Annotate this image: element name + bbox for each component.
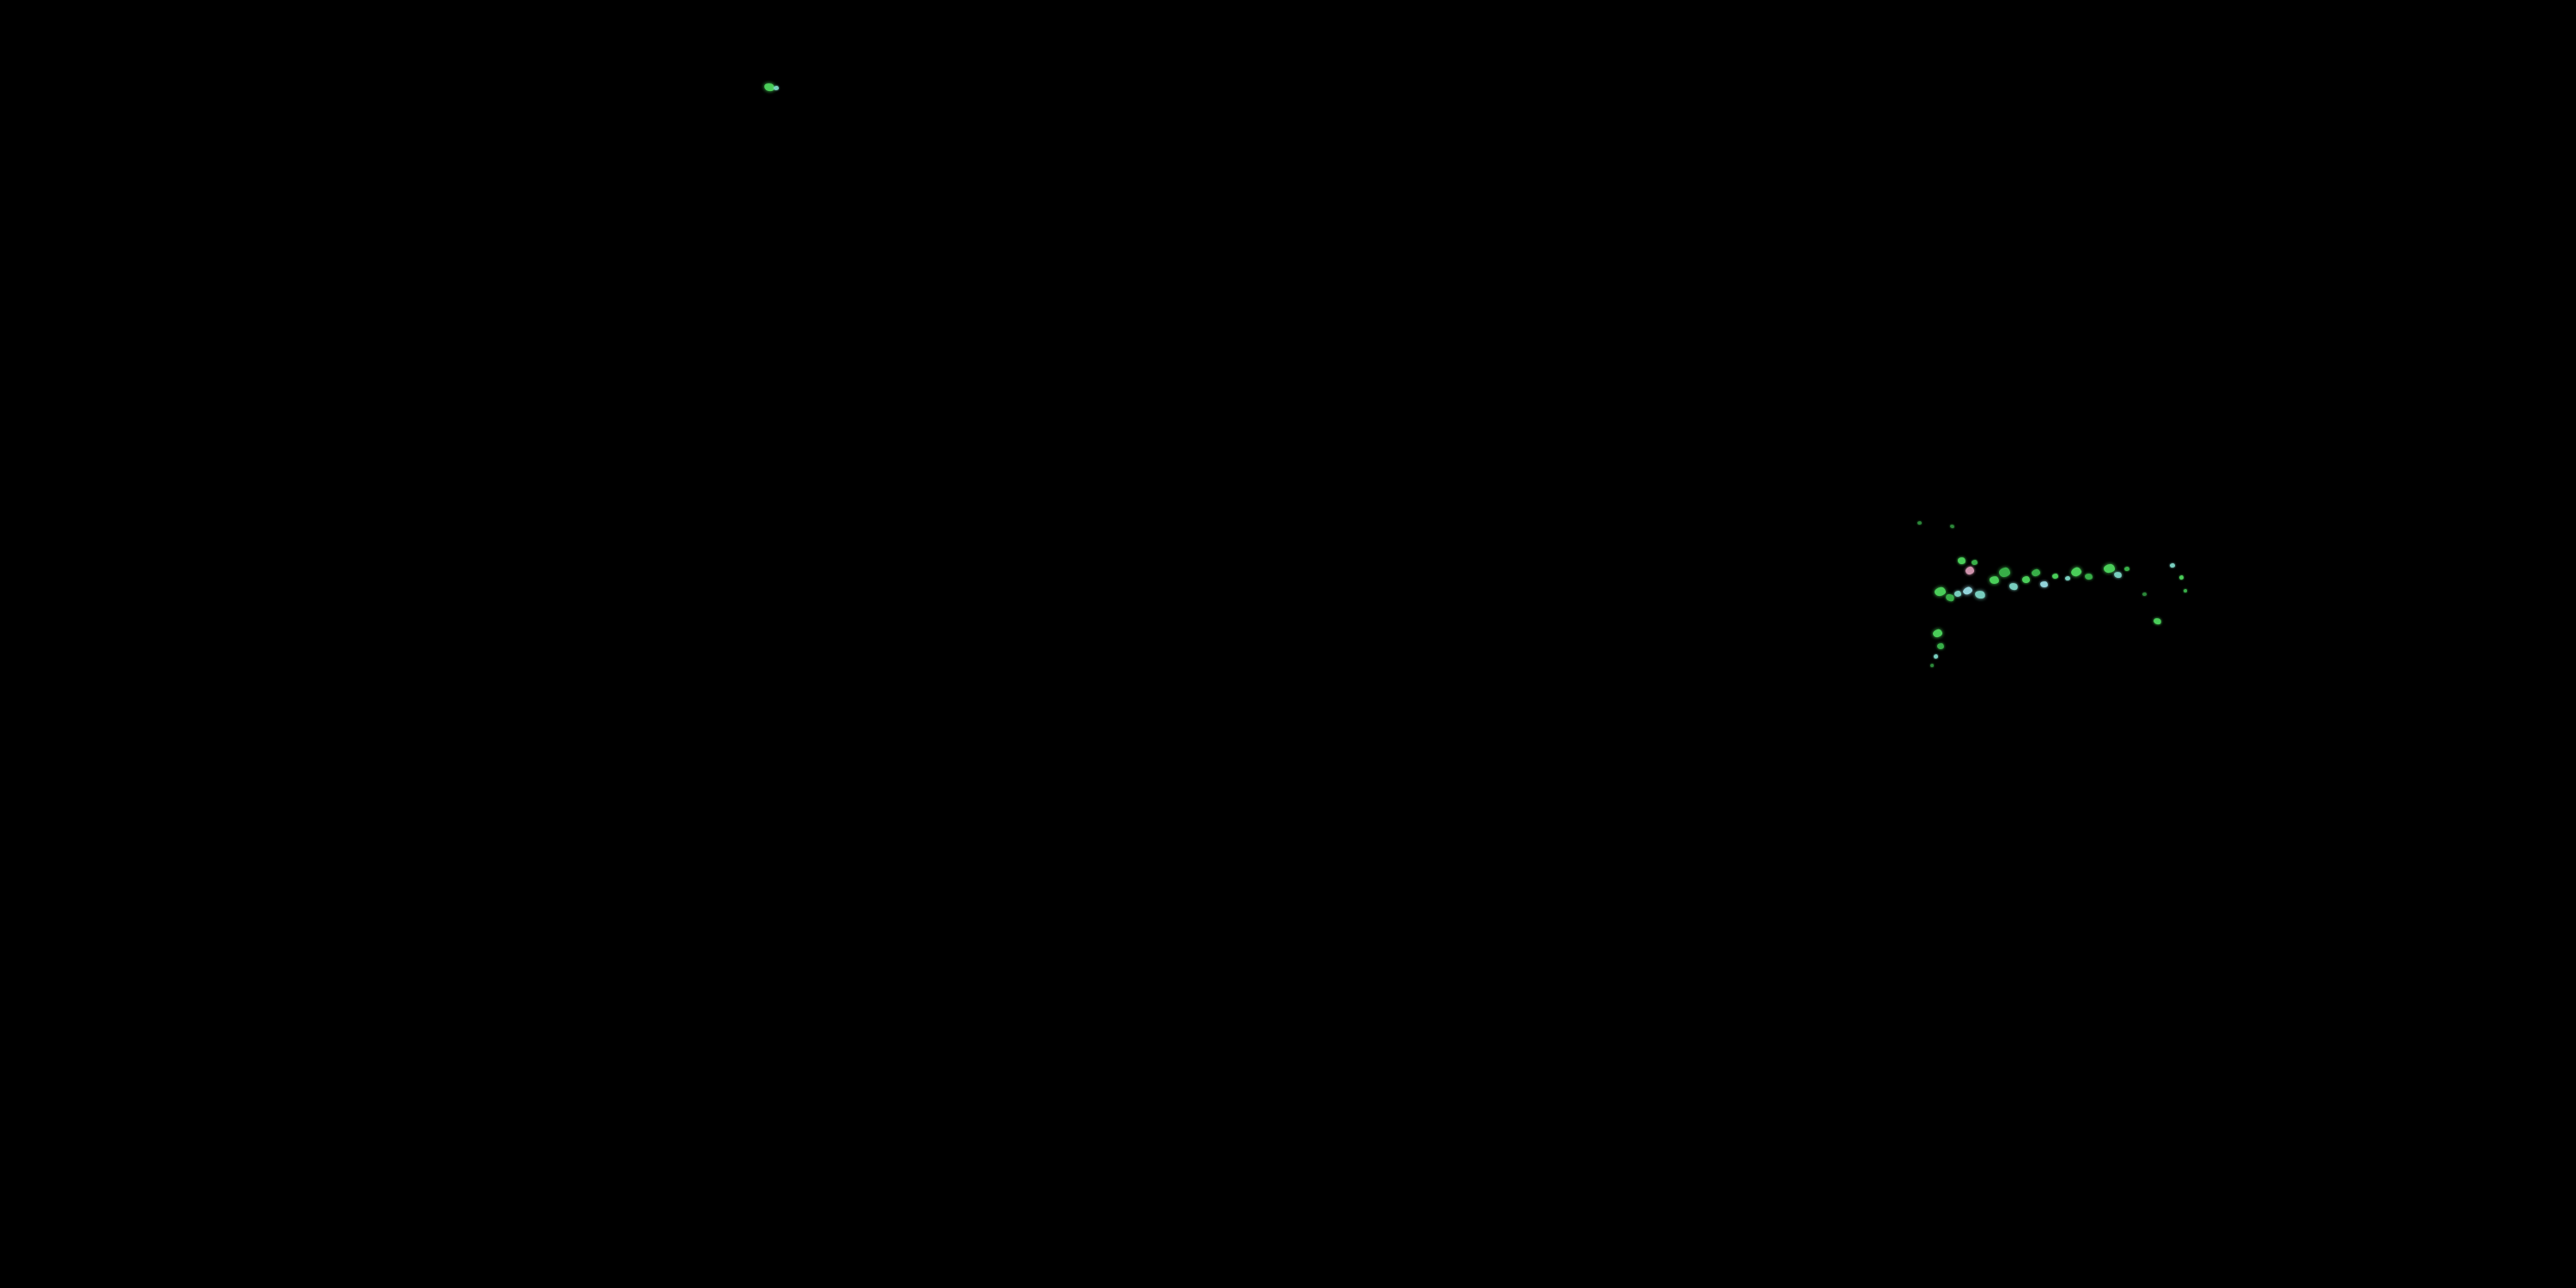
speckle-blob: [2124, 567, 2129, 571]
speckle-blob: [2103, 563, 2116, 574]
speckle-blob: [1957, 556, 1966, 565]
speckle-blob: [1954, 591, 1961, 597]
speckle-blob: [2022, 576, 2030, 583]
speckle-blob: [1934, 586, 1947, 598]
speckle-blob: [2179, 575, 2184, 580]
speckle-blob: [1932, 628, 1943, 639]
speckle-blob: [2113, 571, 2123, 579]
speckle-blob: [1961, 586, 1974, 596]
speckle-blob: [1917, 521, 1922, 525]
speckle-blob: [2184, 589, 2187, 592]
speckle-blob: [1998, 567, 2011, 578]
speckle-blob: [2069, 566, 2083, 578]
speckle-blob: [1949, 524, 1955, 529]
speckle-blob: [2039, 580, 2049, 588]
speckle-blob: [1930, 664, 1934, 667]
speckle-blob: [1971, 560, 1978, 565]
speckle-blob: [1965, 565, 1975, 576]
speckle-blob: [2031, 568, 2041, 577]
speckle-blob: [2153, 617, 2162, 626]
speckle-blob: [774, 86, 779, 90]
speckle-blob: [2052, 574, 2058, 579]
speckle-blob: [1989, 575, 2000, 585]
speckle-blob: [1936, 642, 1945, 650]
speckle-blob: [1934, 654, 1938, 659]
speckle-blob: [2170, 563, 2175, 568]
speckle-blob: [2065, 576, 2070, 580]
speckle-blob: [2142, 592, 2147, 596]
speckle-blob: [2084, 573, 2093, 580]
speckle-blob: [1974, 589, 1986, 600]
speckle-blob: [2008, 581, 2019, 592]
